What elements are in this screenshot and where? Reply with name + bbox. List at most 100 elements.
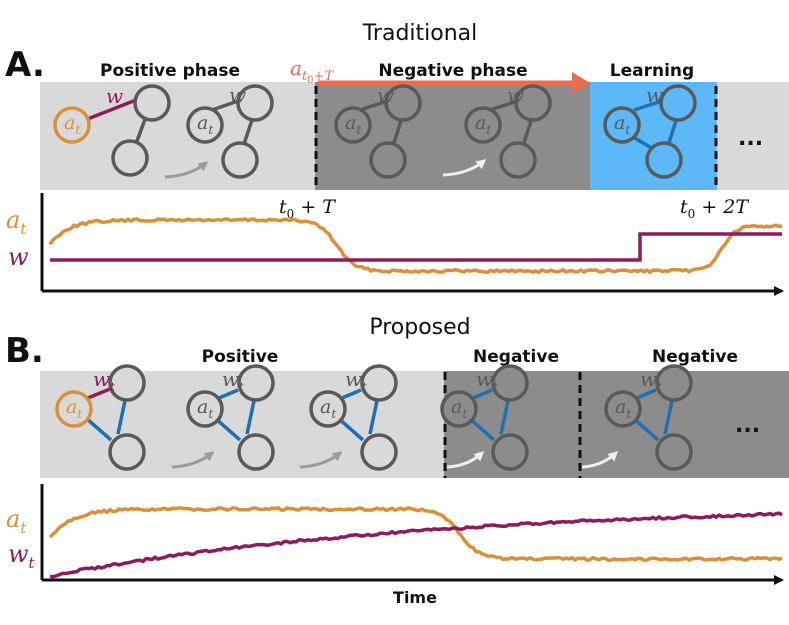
network-edge	[218, 388, 239, 400]
weight-curve	[50, 232, 782, 262]
weight-label: wt	[345, 367, 367, 394]
network-edge-updated	[633, 99, 663, 112]
network-edge	[663, 395, 675, 435]
network-edge	[368, 395, 380, 435]
network-node	[604, 390, 642, 428]
network-node	[111, 139, 149, 177]
network-diagram: at wt	[186, 364, 275, 471]
weight-label: wt	[640, 367, 662, 394]
time-mark-label: t0 + 2T	[680, 196, 749, 221]
negative-phase-label: Negative phase	[378, 61, 527, 81]
network-edge	[631, 416, 660, 442]
nudge-arrow-label: at0+T	[290, 56, 334, 86]
network-node	[464, 106, 502, 144]
network-edge	[336, 416, 365, 442]
network-diagram: at wt	[55, 364, 146, 471]
network-node	[186, 106, 224, 144]
network-edge	[116, 395, 128, 435]
network-node	[369, 141, 407, 179]
node-label: at	[66, 396, 82, 421]
network-node	[221, 141, 259, 179]
transition-arrow	[442, 159, 487, 177]
network-node	[491, 433, 529, 471]
network-node	[133, 84, 171, 122]
panel-label-a: A.	[5, 45, 45, 85]
panel-label-b: B.	[5, 331, 44, 371]
network-edge	[245, 395, 257, 435]
transition-arrow	[171, 451, 215, 469]
ellipsis: ...	[738, 126, 763, 151]
network-node	[309, 390, 347, 428]
transition-arrow	[299, 451, 343, 469]
weight-curve-label: w	[8, 243, 29, 271]
negative-phase-label: Negative	[652, 347, 738, 367]
node-label: at	[197, 396, 213, 421]
positive-phase-label: Positive phase	[100, 61, 240, 81]
node-label: at	[345, 112, 361, 137]
network-node	[360, 364, 398, 402]
ellipsis: ...	[735, 413, 760, 438]
network-edge	[213, 416, 242, 442]
network-diagram: at w	[53, 84, 171, 177]
network-node	[334, 106, 372, 144]
weight-curve	[49, 511, 783, 579]
network-node	[236, 84, 274, 122]
activity-curve-label: at	[6, 206, 27, 238]
node-label: at	[64, 112, 80, 137]
network-node	[655, 364, 693, 402]
weight-label: wt	[93, 367, 115, 394]
network-diagram: at w	[464, 83, 552, 179]
node-label: at	[451, 396, 467, 421]
network-node	[186, 390, 224, 428]
network-node-nudged	[55, 390, 93, 428]
proposed-title: Proposed	[369, 315, 470, 340]
network-edge	[489, 99, 519, 112]
network-diagram: at w	[334, 83, 422, 179]
network-node	[603, 106, 641, 144]
transition-arrow	[164, 161, 209, 179]
time-mark-label: t0 + T	[279, 196, 336, 221]
weight-label: wt	[222, 367, 244, 394]
traditional-title: Traditional	[362, 21, 478, 46]
weight-label: w	[229, 83, 246, 107]
time-axis-label: Time	[393, 588, 437, 607]
activity-curve	[48, 217, 783, 275]
network-node	[237, 364, 275, 402]
weight-label: w	[507, 83, 524, 107]
network-diagram: at wt	[309, 364, 398, 471]
network-node	[440, 390, 478, 428]
network-edge	[84, 416, 113, 442]
network-node	[108, 433, 146, 471]
node-label: at	[475, 112, 491, 137]
weight-label: wt	[476, 367, 498, 394]
activity-curve-label: at	[6, 505, 27, 537]
weight-label: w	[377, 83, 394, 107]
activity-curve	[48, 505, 783, 563]
network-edge	[211, 99, 239, 112]
weight-label: w	[106, 84, 123, 108]
transition-arrow	[446, 450, 485, 469]
network-node	[659, 84, 697, 122]
network-node	[384, 84, 422, 122]
network-edge	[359, 99, 388, 112]
network-edge	[636, 388, 657, 400]
transition-arrow	[581, 450, 619, 469]
network-node	[360, 433, 398, 471]
network-node	[237, 433, 275, 471]
network-node	[499, 141, 537, 179]
weight-label: w	[646, 83, 663, 107]
network-node	[491, 364, 529, 402]
weight-curve-label: wt	[8, 540, 36, 572]
node-label: at	[197, 112, 213, 137]
network-edge	[467, 416, 496, 442]
nudge-arrow-head	[572, 72, 590, 94]
network-edge	[341, 388, 362, 400]
network-node	[655, 433, 693, 471]
node-label: at	[320, 396, 336, 421]
node-label: at	[614, 112, 630, 137]
network-node-nudged	[53, 106, 91, 144]
network-node	[645, 141, 683, 179]
continuation-band	[717, 82, 789, 190]
